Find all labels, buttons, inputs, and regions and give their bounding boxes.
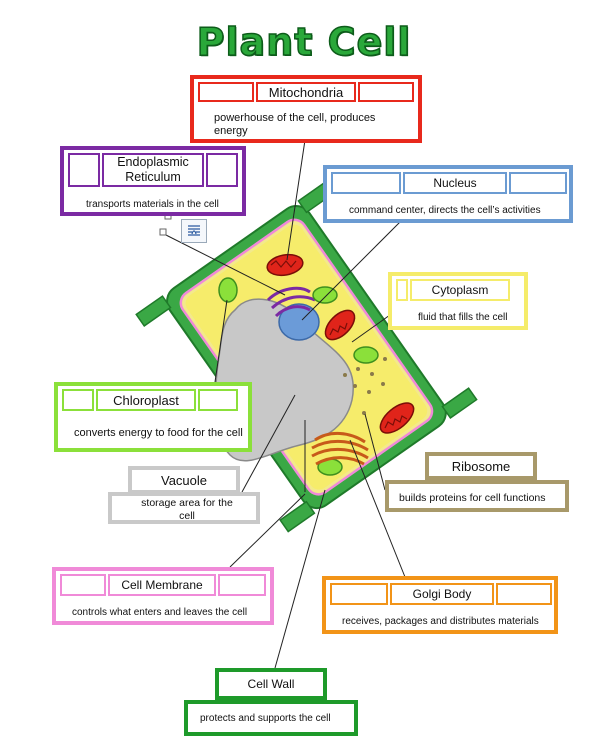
golgi-shape — [311, 432, 369, 466]
nucleus-name: Nucleus — [403, 172, 507, 194]
vacuole-desc: storage area for the cell — [141, 497, 233, 522]
cell-wall-extension — [135, 295, 172, 327]
page-title: Plant Cell — [196, 19, 412, 65]
label-chloroplast: Chloroplast converts energy to food for … — [54, 382, 252, 452]
mitochondria-desc: powerhouse of the cell, produces energy — [214, 112, 376, 137]
label-golgi: Golgi Body receives, packages and distri… — [322, 576, 558, 634]
membrane-desc: controls what enters and leaves the cell — [72, 606, 248, 618]
mitochondria-name: Mitochondria — [256, 82, 356, 102]
chloroplast-name: Chloroplast — [96, 389, 196, 411]
membrane-name: Cell Membrane — [108, 574, 216, 596]
golgi-name: Golgi Body — [390, 583, 494, 605]
cell-wall-extension — [441, 387, 478, 420]
label-cytoplasm: Cytoplasm fluid that fills the cell — [388, 272, 528, 330]
label-ribosome: Ribosome — [425, 452, 537, 480]
nucleus-desc: command center, directs the cell’s activ… — [349, 204, 541, 216]
label-wall: Cell Wall — [215, 668, 327, 700]
label-membrane: Cell Membrane controls what enters and l… — [52, 567, 274, 625]
leader-lines — [159, 139, 406, 669]
golgi-desc: receives, packages and distributes mater… — [342, 615, 539, 627]
ribosome-desc: builds proteins for cell functions — [399, 491, 546, 504]
vacuole-name: Vacuole — [160, 472, 207, 488]
label-nucleus: Nucleus command center, directs the cell… — [323, 165, 573, 223]
mitochondria-shape — [324, 309, 356, 341]
wall-desc: protects and supports the cell — [200, 712, 331, 724]
label-vacuole: Vacuole — [128, 466, 240, 494]
mitochondria-shape — [266, 253, 304, 277]
selection-handles — [159, 212, 172, 236]
ribosome-name: Ribosome — [451, 458, 511, 474]
er-shape — [266, 286, 316, 318]
label-ribosome-desc-box: builds proteins for cell functions — [385, 480, 569, 512]
label-vacuole-desc-box: storage area for the cell — [108, 492, 260, 524]
cell-wall-extension — [279, 500, 316, 533]
chloroplast-desc: converts energy to food for the cell — [74, 426, 243, 439]
chloroplast-shape — [312, 286, 338, 304]
label-mitochondria: Mitochondria powerhouse of the cell, pro… — [190, 75, 422, 143]
chloroplast-shape — [218, 277, 238, 303]
cytoplasm-name: Cytoplasm — [410, 279, 510, 301]
er-name: Endoplasmic Reticulum — [102, 153, 204, 187]
cytoplasm-desc: fluid that fills the cell — [418, 311, 508, 323]
er-desc: transports materials in the cell — [86, 198, 219, 210]
chloroplast-shape — [353, 346, 379, 364]
wall-name: Cell Wall — [247, 676, 295, 691]
label-er: Endoplasmic Reticulum transports materia… — [60, 146, 246, 216]
layout-options-icon[interactable] — [181, 219, 207, 243]
label-wall-desc-box: protects and supports the cell — [184, 700, 358, 736]
mitochondria-shape — [379, 402, 415, 434]
